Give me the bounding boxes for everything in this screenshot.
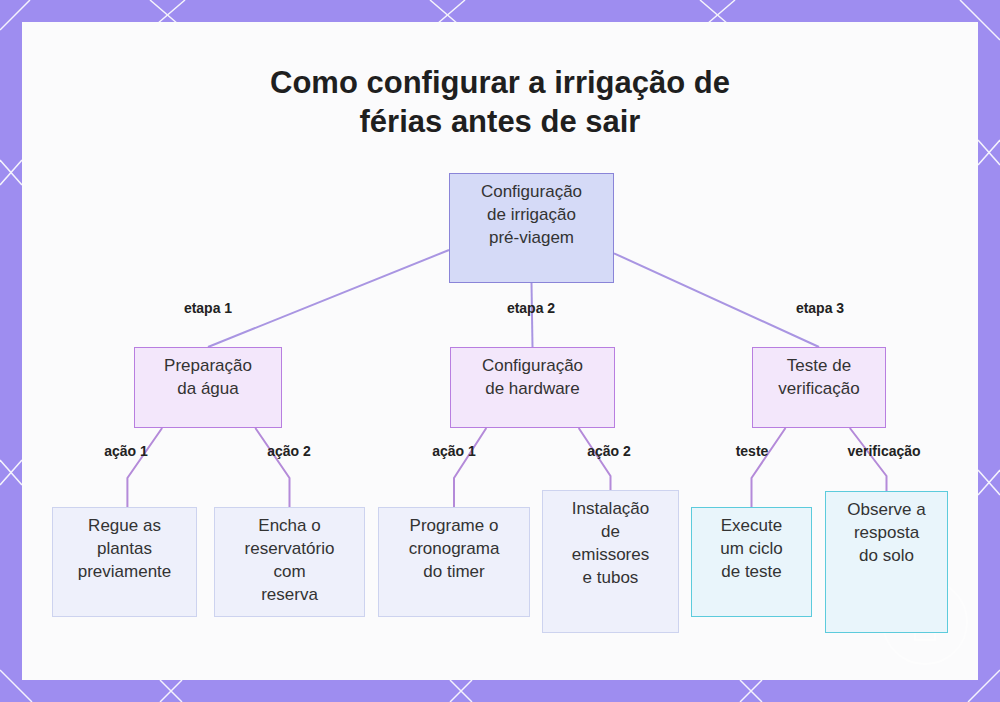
stage-box: Preparação da água bbox=[134, 347, 282, 428]
box-text: Observe a resposta do solo bbox=[846, 498, 928, 567]
connector-line bbox=[255, 428, 289, 507]
edge-label: etapa 2 bbox=[507, 300, 555, 316]
action-box: Instalação de emissores e tubos bbox=[542, 490, 679, 633]
connector-line bbox=[454, 428, 486, 507]
action-box: Regue as plantas previamente bbox=[52, 507, 197, 617]
diagram-title: Como configurar a irrigação de férias an… bbox=[255, 63, 745, 141]
stage-box: Teste de verificação bbox=[752, 347, 886, 428]
box-text: Execute um ciclo de teste bbox=[714, 514, 790, 583]
root-box: Configuração de irrigação pré-viagem bbox=[449, 173, 614, 283]
connector-line bbox=[614, 253, 819, 347]
box-text: Configuração de hardware bbox=[478, 354, 588, 400]
connector-line bbox=[850, 428, 887, 491]
box-text: Instalação de emissores e tubos bbox=[568, 497, 653, 589]
edge-label: ação 1 bbox=[432, 443, 476, 459]
edge-label: etapa 3 bbox=[796, 300, 844, 316]
edge-label: etapa 1 bbox=[184, 300, 232, 316]
connector-line bbox=[208, 250, 449, 347]
edge-label: ação 2 bbox=[267, 443, 311, 459]
box-text: Encha o reservatório com reserva bbox=[244, 514, 336, 606]
check-box: Observe a resposta do solo bbox=[825, 491, 948, 633]
action-box: Encha o reservatório com reserva bbox=[214, 507, 365, 617]
box-text: Regue as plantas previamente bbox=[70, 514, 180, 583]
edge-label: teste bbox=[736, 443, 769, 459]
connector-line bbox=[752, 428, 786, 507]
action-box: Programe o cronograma do timer bbox=[378, 507, 530, 617]
stage-box: Configuração de hardware bbox=[450, 347, 615, 428]
box-text: Preparação da água bbox=[158, 354, 258, 400]
edge-label: ação 2 bbox=[587, 443, 631, 459]
edge-label: verificação bbox=[847, 443, 920, 459]
connector-line bbox=[127, 428, 162, 507]
box-text: Programe o cronograma do timer bbox=[402, 514, 507, 583]
connector-line bbox=[579, 428, 611, 490]
box-text: Teste de verificação bbox=[773, 354, 865, 400]
edge-label: ação 1 bbox=[104, 443, 148, 459]
check-box: Execute um ciclo de teste bbox=[691, 507, 812, 617]
box-text: Configuração de irrigação pré-viagem bbox=[477, 180, 587, 249]
